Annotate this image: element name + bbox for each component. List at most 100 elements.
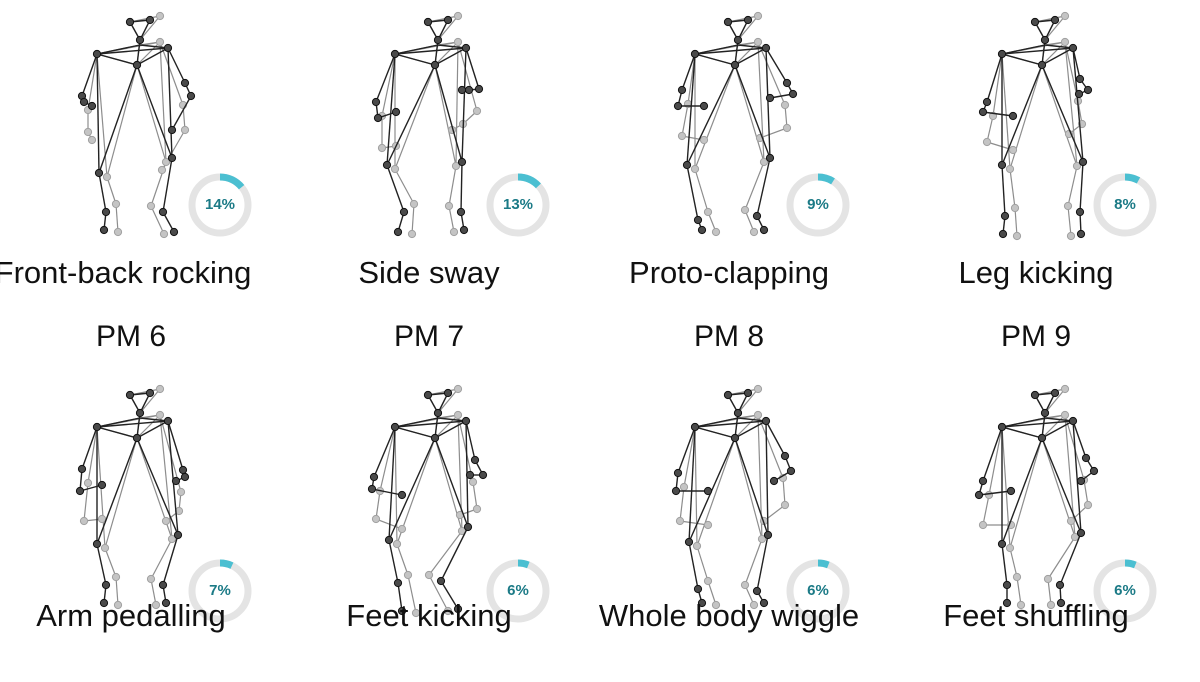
panel-title: PM 9 bbox=[1000, 320, 1072, 353]
main-joint bbox=[423, 390, 433, 400]
main-bone bbox=[139, 44, 169, 49]
main-joint bbox=[97, 480, 107, 490]
main-joint bbox=[163, 416, 173, 426]
ghost-bone bbox=[681, 103, 689, 137]
ghost-bone bbox=[150, 538, 173, 580]
ghost-bone bbox=[759, 127, 788, 139]
main-joint bbox=[1050, 15, 1060, 25]
main-joint bbox=[456, 207, 466, 217]
main-bone bbox=[694, 53, 736, 66]
ghost-bone bbox=[159, 41, 184, 106]
main-bone bbox=[734, 64, 771, 159]
main-bone bbox=[394, 44, 439, 55]
main-bone bbox=[136, 437, 179, 536]
ghost-joint bbox=[703, 576, 713, 586]
ghost-bone bbox=[411, 203, 415, 235]
main-skeleton bbox=[673, 15, 798, 235]
main-joint bbox=[465, 470, 475, 480]
ghost-bone bbox=[87, 426, 98, 484]
donut-chart bbox=[486, 173, 550, 237]
main-joint bbox=[135, 408, 145, 418]
ghost-joint bbox=[749, 227, 759, 237]
main-joint bbox=[786, 466, 796, 476]
ghost-bone bbox=[1067, 205, 1072, 237]
ghost-joint bbox=[1072, 161, 1082, 171]
donut-value-arc bbox=[1093, 173, 1157, 237]
main-bone bbox=[394, 53, 436, 66]
ghost-joint bbox=[155, 384, 165, 394]
ghost-bone bbox=[1041, 64, 1078, 167]
ghost-joint bbox=[1016, 600, 1026, 610]
main-joint bbox=[132, 60, 142, 70]
main-joint bbox=[1050, 388, 1060, 398]
ghost-joint bbox=[749, 600, 759, 610]
ghost-joint bbox=[1060, 410, 1070, 420]
main-joint bbox=[390, 49, 400, 59]
movement-caption: Front-back rocking bbox=[0, 255, 252, 290]
ghost-joint bbox=[740, 205, 750, 215]
movement-panel: 14%Front-back rocking bbox=[0, 0, 300, 337]
main-joint bbox=[743, 388, 753, 398]
main-bone bbox=[688, 541, 699, 590]
main-bone bbox=[375, 53, 396, 103]
main-joint bbox=[101, 580, 111, 590]
ghost-joint bbox=[472, 504, 482, 514]
ghost-bone bbox=[457, 41, 478, 112]
ghost-bone bbox=[455, 41, 459, 167]
ghost-bone bbox=[434, 41, 459, 66]
ghost-joint bbox=[753, 37, 763, 47]
ghost-bone bbox=[1001, 53, 1011, 170]
main-bone bbox=[96, 420, 169, 428]
main-joint bbox=[161, 598, 171, 608]
main-joint bbox=[1068, 43, 1078, 53]
ghost-joint bbox=[703, 520, 713, 530]
main-joint bbox=[433, 408, 443, 418]
main-bone bbox=[461, 47, 467, 163]
ghost-joint bbox=[982, 137, 992, 147]
main-bone bbox=[686, 164, 699, 221]
ghost-bone bbox=[1044, 15, 1066, 41]
main-skeleton bbox=[77, 15, 196, 237]
main-joint bbox=[158, 580, 168, 590]
movement-caption: Feet shuffling bbox=[943, 598, 1129, 633]
main-bone bbox=[1072, 47, 1084, 163]
ghost-joint bbox=[451, 161, 461, 171]
main-bone bbox=[373, 426, 396, 478]
main-joint bbox=[697, 598, 707, 608]
main-bone bbox=[434, 64, 463, 163]
ghost-bone bbox=[679, 486, 685, 522]
ghost-joint bbox=[453, 37, 463, 47]
ghost-bone bbox=[448, 165, 457, 207]
main-joint bbox=[167, 153, 177, 163]
ghost-joint bbox=[703, 207, 713, 217]
ghost-joint bbox=[753, 410, 763, 420]
ghost-joint bbox=[1083, 500, 1093, 510]
main-joint bbox=[1000, 211, 1010, 221]
ghost-joint bbox=[468, 477, 478, 487]
ghost-joint bbox=[453, 11, 463, 21]
ghost-skeleton bbox=[978, 384, 1093, 610]
ghost-bone bbox=[679, 520, 709, 526]
ghost-joint bbox=[1008, 145, 1018, 155]
ghost-bone bbox=[394, 168, 415, 205]
ghost-joint bbox=[392, 539, 402, 549]
main-joint bbox=[673, 468, 683, 478]
main-joint bbox=[752, 211, 762, 221]
main-joint bbox=[723, 390, 733, 400]
percent-label: 6% bbox=[1114, 582, 1136, 599]
main-bone bbox=[1001, 437, 1043, 545]
ghost-joint bbox=[1070, 532, 1080, 542]
ghost-joint bbox=[371, 514, 381, 524]
donut-value-arc bbox=[786, 559, 850, 623]
main-joint bbox=[453, 604, 463, 614]
main-bone bbox=[440, 580, 459, 610]
main-joint bbox=[1068, 416, 1078, 426]
skeleton-figure bbox=[671, 384, 796, 610]
main-bone bbox=[1001, 426, 1043, 439]
skeleton-figure bbox=[673, 11, 798, 237]
main-bone bbox=[434, 437, 469, 528]
main-bone bbox=[394, 426, 436, 439]
ghost-joint bbox=[83, 127, 93, 137]
main-joint bbox=[178, 465, 188, 475]
ghost-joint bbox=[449, 227, 459, 237]
